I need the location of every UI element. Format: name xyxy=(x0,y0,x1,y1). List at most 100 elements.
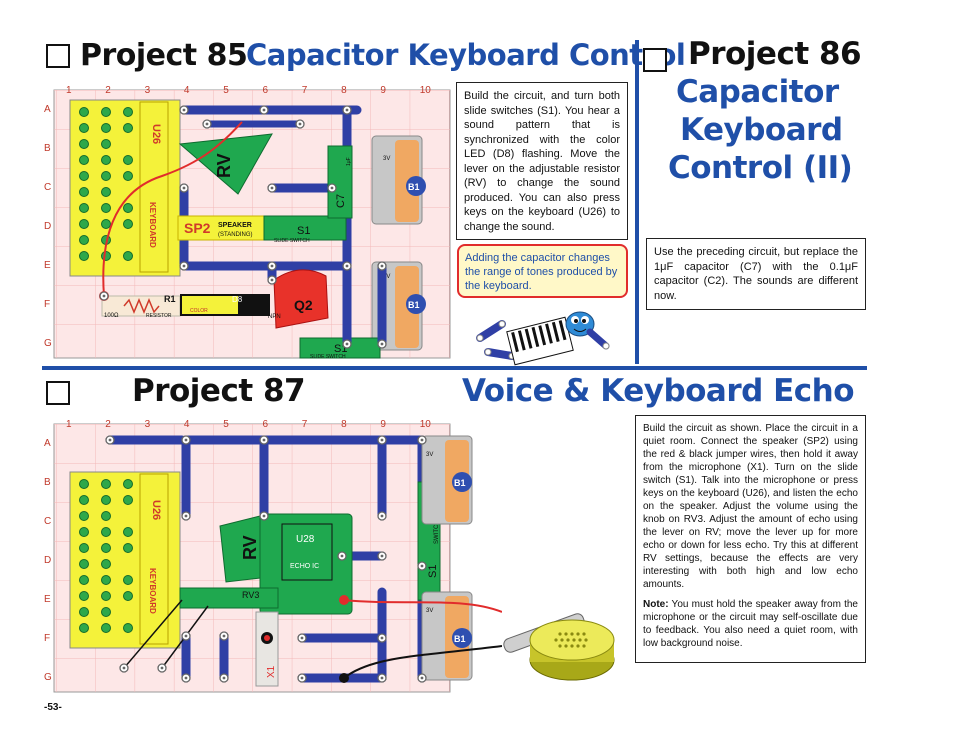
b1-volt-85a: 3V xyxy=(383,156,390,162)
project87-note-label: Note: xyxy=(643,599,669,610)
keyboard-key[interactable] xyxy=(101,107,111,117)
keyboard-key[interactable] xyxy=(101,607,111,617)
keyboard-key[interactable] xyxy=(79,543,89,553)
grid-column-label: 9 xyxy=(380,85,386,96)
keyboard-key[interactable] xyxy=(101,139,111,149)
keyboard-key[interactable] xyxy=(101,187,111,197)
keyboard-key[interactable] xyxy=(79,495,89,505)
project87-checkbox[interactable] xyxy=(46,381,70,405)
grid-row-label: E xyxy=(44,260,51,271)
keyboard-key[interactable] xyxy=(101,155,111,165)
b1-volt-87b: 3V xyxy=(426,608,433,614)
keyboard-key[interactable] xyxy=(123,591,133,601)
keyboard-key[interactable] xyxy=(79,559,89,569)
grid-column-label: 9 xyxy=(380,419,386,430)
keyboard-key[interactable] xyxy=(79,139,89,149)
keyboard-key[interactable] xyxy=(123,479,133,489)
keyboard-key[interactable] xyxy=(79,623,89,633)
project85-number: Project 85 xyxy=(80,38,248,73)
keyboard-key[interactable] xyxy=(101,495,111,505)
grid-row-label: C xyxy=(44,516,51,527)
keyboard-key[interactable] xyxy=(79,251,89,261)
keyboard-key[interactable] xyxy=(123,203,133,213)
keyboard-key[interactable] xyxy=(79,575,89,585)
b1-volt-87a: 3V xyxy=(426,452,433,458)
keyboard-key[interactable] xyxy=(79,155,89,165)
snap-connector-center xyxy=(270,278,274,282)
keyboard-key[interactable] xyxy=(79,607,89,617)
keyboard-key[interactable] xyxy=(79,479,89,489)
project86-checkbox[interactable] xyxy=(643,48,667,72)
snap-connector-center xyxy=(160,666,164,670)
keyboard-key[interactable] xyxy=(123,123,133,133)
keyboard-key[interactable] xyxy=(101,479,111,489)
project86-description: Use the preceding circuit, but replace t… xyxy=(646,238,866,310)
grid-column-label: 3 xyxy=(145,419,151,430)
snap-connector-center xyxy=(270,264,274,268)
snap-connector-center xyxy=(345,264,349,268)
snap-connector-center xyxy=(380,514,384,518)
sp2-sub-85: (STANDING) xyxy=(218,232,253,238)
keyboard-key[interactable] xyxy=(79,107,89,117)
keyboard-key[interactable] xyxy=(101,171,111,181)
grid-row-label: C xyxy=(44,182,51,193)
keyboard-key[interactable] xyxy=(101,527,111,537)
grid-row-label: B xyxy=(44,143,51,154)
snap-connector-center xyxy=(300,636,304,640)
keyboard-key[interactable] xyxy=(123,575,133,585)
keyboard-key[interactable] xyxy=(79,235,89,245)
keyboard-key[interactable] xyxy=(79,527,89,537)
keyboard-key[interactable] xyxy=(123,219,133,229)
keyboard-key[interactable] xyxy=(101,251,111,261)
keyboard-key[interactable] xyxy=(101,591,111,601)
keyboard-key[interactable] xyxy=(101,511,111,521)
keyboard-key[interactable] xyxy=(101,575,111,585)
keyboard-key[interactable] xyxy=(101,203,111,213)
grid-row-label: E xyxy=(44,594,51,605)
snap-connector-center xyxy=(380,264,384,268)
keyboard-key[interactable] xyxy=(123,155,133,165)
s1-label-85a: S1 xyxy=(297,225,310,237)
project87-note-text: You must hold the speaker away from the … xyxy=(643,599,858,649)
s1-text-85b: SLIDE SWITCH xyxy=(310,354,346,360)
project86-title-line2: Keyboard xyxy=(680,112,843,148)
grid-row-label: F xyxy=(44,299,50,310)
snap-connector-center xyxy=(420,564,424,568)
keyboard-key[interactable] xyxy=(123,251,133,261)
grid-row-label: A xyxy=(44,438,51,449)
grid-column-label: 1 xyxy=(66,419,72,430)
keyboard-key[interactable] xyxy=(101,123,111,133)
keyboard-key[interactable] xyxy=(101,559,111,569)
keyboard-key[interactable] xyxy=(123,527,133,537)
keyboard-key[interactable] xyxy=(123,543,133,553)
keyboard-key[interactable] xyxy=(79,123,89,133)
snap-connector-center xyxy=(262,514,266,518)
keyboard-key[interactable] xyxy=(123,495,133,505)
keyboard-key[interactable] xyxy=(123,623,133,633)
keyboard-key[interactable] xyxy=(79,219,89,229)
keyboard-key[interactable] xyxy=(79,171,89,181)
keyboard-key[interactable] xyxy=(79,187,89,197)
snap-connector-center xyxy=(300,676,304,680)
snap-connector-center xyxy=(345,108,349,112)
grid-row-label: D xyxy=(44,221,51,232)
snap-connector-center xyxy=(262,438,266,442)
grid-row-label: F xyxy=(44,633,50,644)
keyboard-key[interactable] xyxy=(101,543,111,553)
u28-text: ECHO IC xyxy=(290,563,319,570)
speaker-illustration xyxy=(503,613,615,681)
rv3-label: RV3 xyxy=(242,590,259,600)
keyboard-label-text-87: KEYBOARD xyxy=(148,568,157,614)
snap-connector-center xyxy=(184,514,188,518)
keyboard-key[interactable] xyxy=(79,203,89,213)
snap-connector-center xyxy=(380,554,384,558)
keyboard-key[interactable] xyxy=(79,511,89,521)
keyboard-key[interactable] xyxy=(123,171,133,181)
grid-column-label: 5 xyxy=(223,85,229,96)
keyboard-key[interactable] xyxy=(101,219,111,229)
d8-text: COLOR xyxy=(190,308,208,314)
keyboard-key[interactable] xyxy=(79,591,89,601)
project85-checkbox[interactable] xyxy=(46,44,70,68)
keyboard-key[interactable] xyxy=(101,623,111,633)
keyboard-key[interactable] xyxy=(123,107,133,117)
